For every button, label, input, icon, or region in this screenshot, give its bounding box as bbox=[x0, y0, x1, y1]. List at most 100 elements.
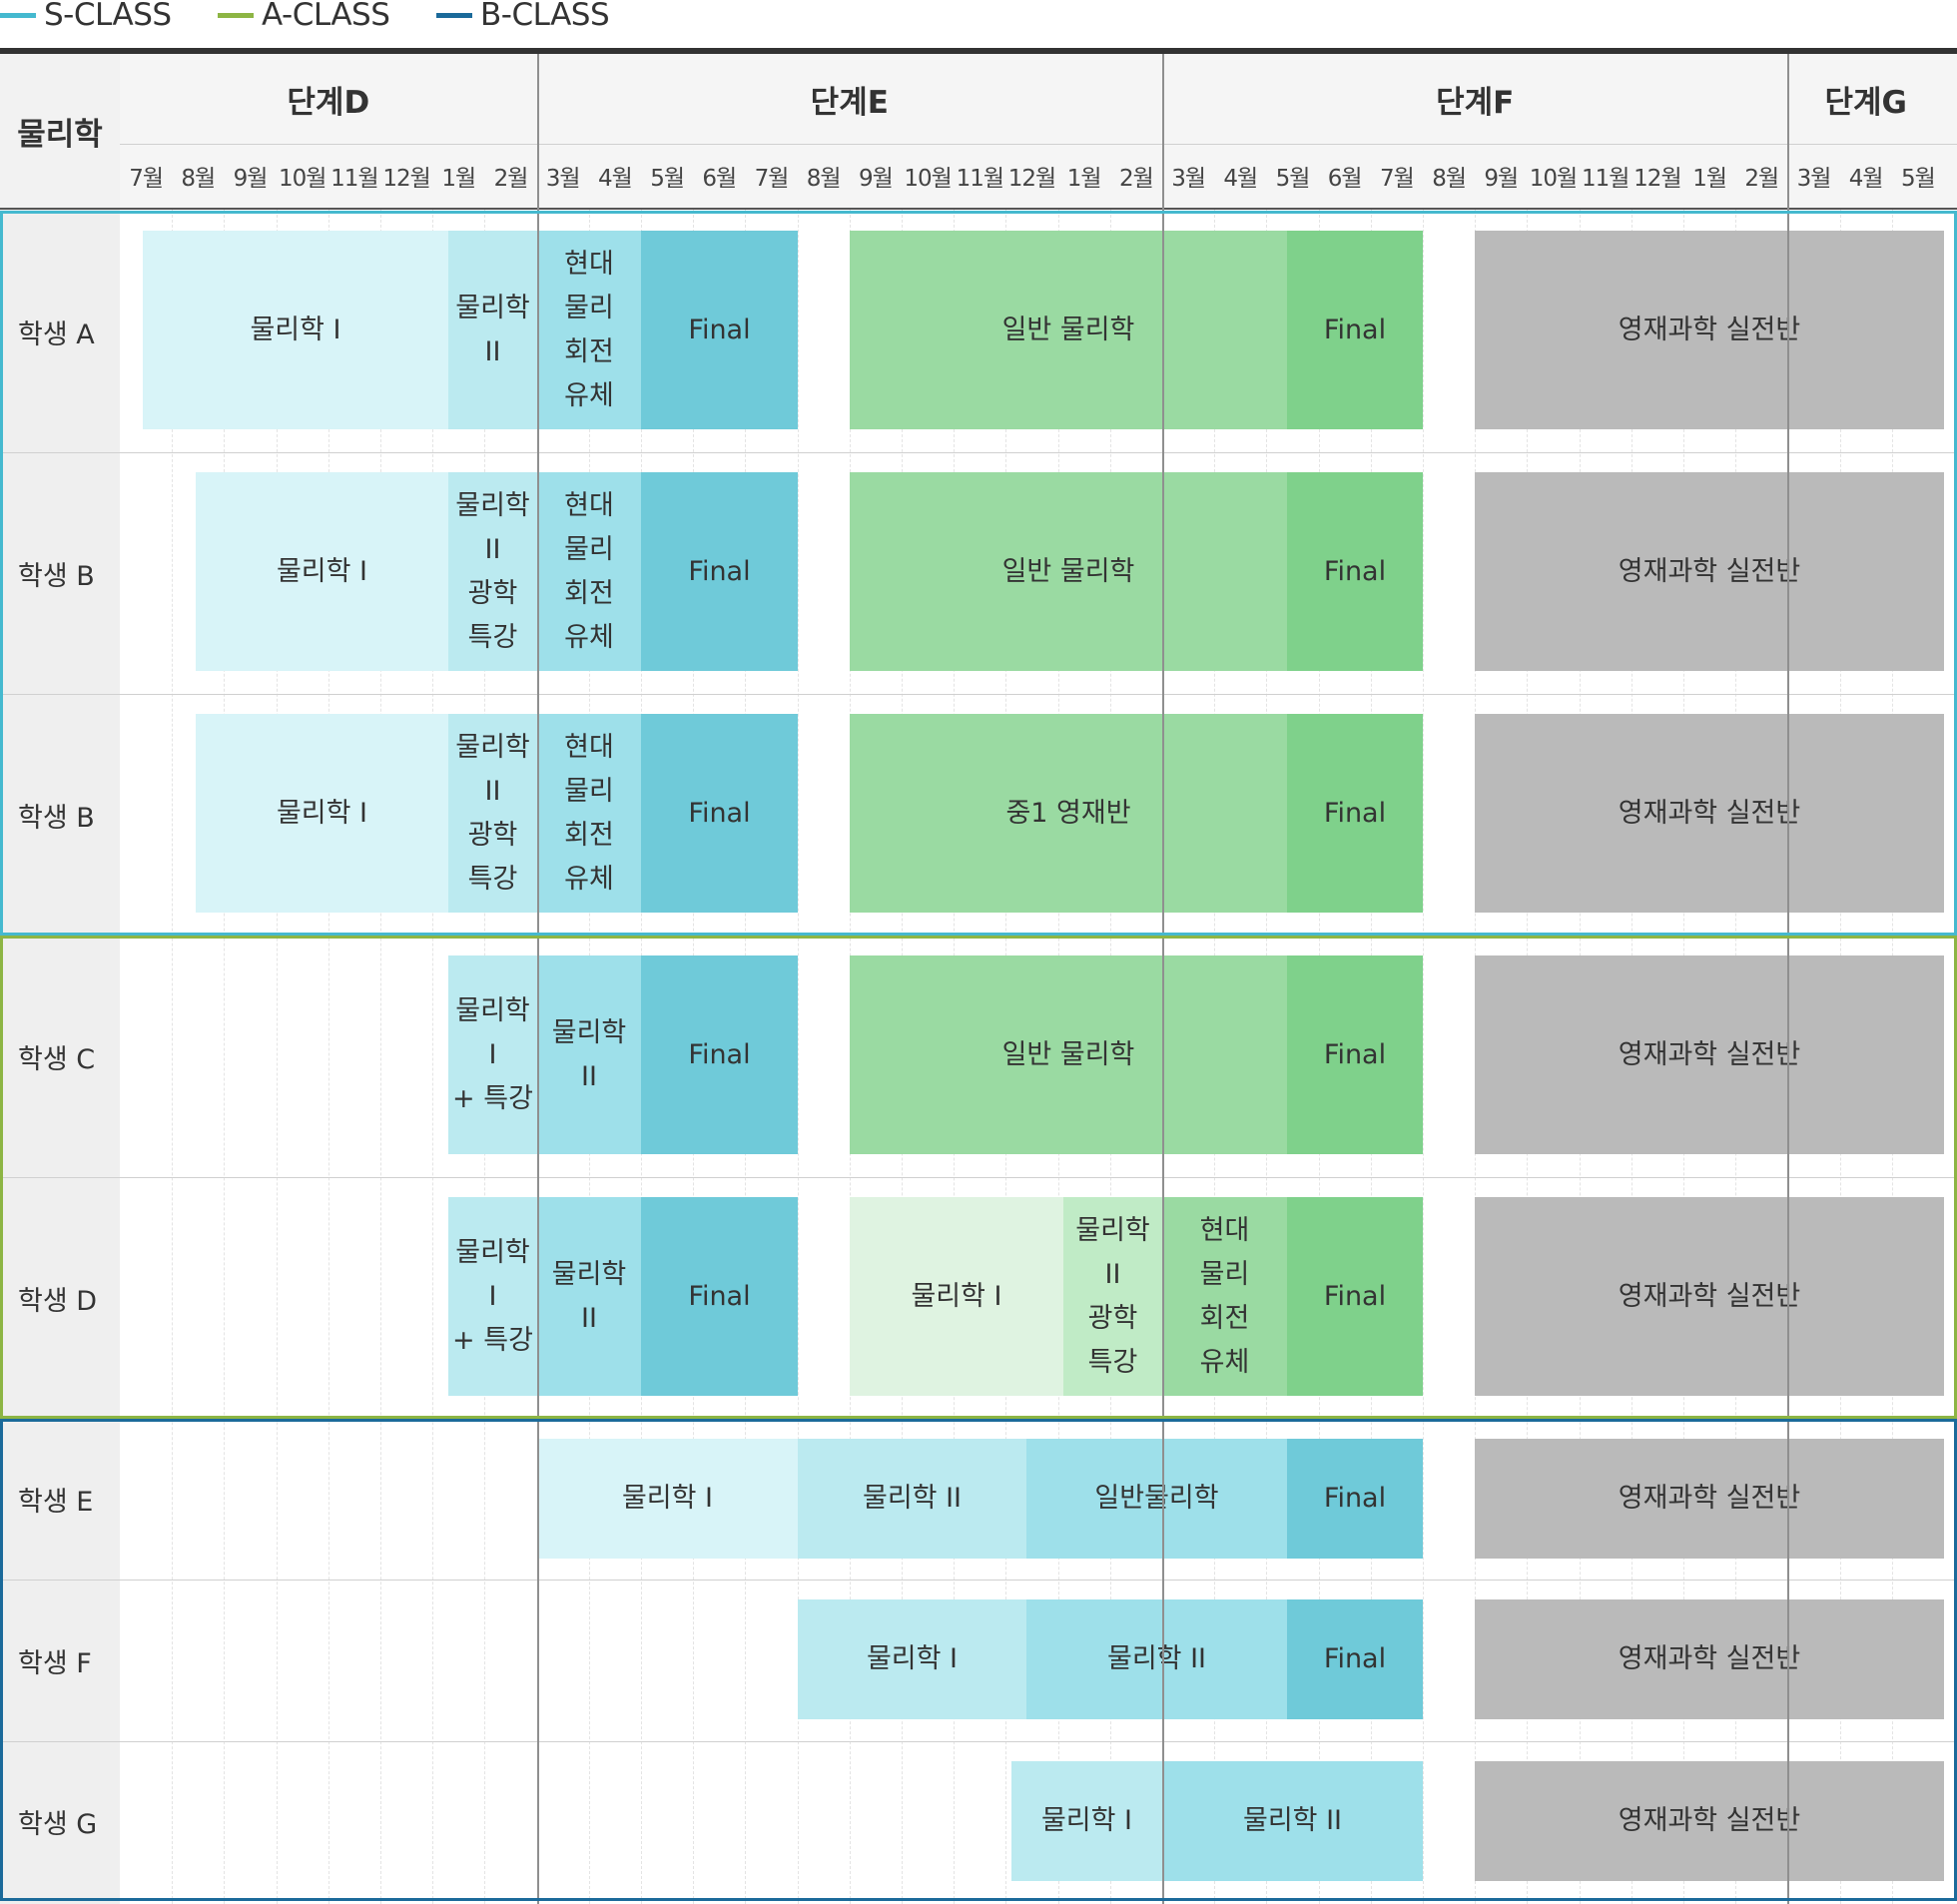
month-label: 4월 bbox=[1223, 166, 1258, 192]
course-bar[interactable]: 물리학 I bbox=[196, 714, 448, 913]
month-label: 6월 bbox=[702, 166, 737, 192]
course-bar[interactable]: Final bbox=[641, 231, 798, 429]
header-divider bbox=[120, 144, 1957, 145]
course-bar[interactable]: Final bbox=[1287, 231, 1423, 429]
course-bar[interactable]: Final bbox=[1287, 1599, 1423, 1719]
student-name: 학생 G bbox=[18, 1808, 98, 1840]
course-bar[interactable]: 영재과학 실전반 bbox=[1475, 1439, 1944, 1559]
row-separator bbox=[0, 1580, 1957, 1581]
course-bar[interactable]: Final bbox=[1287, 1439, 1423, 1559]
course-bar[interactable]: 영재과학 실전반 bbox=[1475, 472, 1944, 671]
stage-separator bbox=[1162, 54, 1164, 1904]
month-label: 7월 bbox=[754, 166, 790, 192]
row-separator bbox=[0, 1177, 1957, 1178]
stage-label: 단계D bbox=[287, 84, 370, 121]
month-label: 1월 bbox=[1066, 166, 1102, 192]
course-bar[interactable]: 영재과학 실전반 bbox=[1475, 231, 1944, 429]
stage-separator bbox=[1787, 54, 1789, 1904]
course-bar[interactable]: 일반 물리학 bbox=[850, 955, 1287, 1154]
course-bar[interactable]: 영재과학 실전반 bbox=[1475, 1599, 1944, 1719]
month-label: 12월 bbox=[382, 166, 430, 192]
month-label: 5월 bbox=[1275, 166, 1311, 192]
course-bar[interactable]: 현대 물리 회전 유체 bbox=[537, 472, 641, 671]
course-bar[interactable]: 물리학 II 광학 특강 bbox=[448, 472, 537, 671]
month-label: 7월 bbox=[1379, 166, 1415, 192]
row-separator bbox=[0, 936, 1957, 937]
course-bar[interactable]: 물리학 II bbox=[537, 955, 641, 1154]
month-label: 12월 bbox=[1633, 166, 1681, 192]
month-label: 10월 bbox=[1529, 166, 1578, 192]
row-separator bbox=[0, 1419, 1957, 1420]
course-bar[interactable]: 물리학 I + 특강 bbox=[448, 1197, 537, 1396]
course-bar[interactable]: 물리학 II bbox=[448, 231, 537, 429]
month-label: 3월 bbox=[545, 166, 581, 192]
course-bar[interactable]: Final bbox=[641, 955, 798, 1154]
stage-label: 단계E bbox=[810, 84, 889, 121]
month-label: 1월 bbox=[1692, 166, 1727, 192]
month-label: 5월 bbox=[650, 166, 685, 192]
month-label: 4월 bbox=[1848, 166, 1884, 192]
course-bar[interactable]: 영재과학 실전반 bbox=[1475, 714, 1944, 913]
course-bar[interactable]: 물리학 II bbox=[537, 1197, 641, 1396]
course-bar[interactable]: 일반 물리학 bbox=[850, 472, 1287, 671]
course-bar[interactable]: 영재과학 실전반 bbox=[1475, 955, 1944, 1154]
course-bar[interactable]: 물리학 II bbox=[1162, 1761, 1423, 1881]
month-label: 9월 bbox=[233, 166, 269, 192]
course-bar[interactable]: 물리학 I bbox=[798, 1599, 1026, 1719]
month-label: 12월 bbox=[1007, 166, 1056, 192]
month-gridline bbox=[1423, 210, 1424, 1904]
row-separator bbox=[0, 1741, 1957, 1742]
month-label: 2월 bbox=[1744, 166, 1779, 192]
header-bottom-rule bbox=[0, 208, 1957, 210]
student-name: 학생 D bbox=[18, 1285, 98, 1317]
course-bar[interactable]: Final bbox=[641, 714, 798, 913]
course-bar[interactable]: Final bbox=[641, 472, 798, 671]
month-gridline bbox=[224, 210, 225, 1904]
month-label: 3월 bbox=[1796, 166, 1832, 192]
month-label: 4월 bbox=[597, 166, 633, 192]
course-bar[interactable]: 현대 물리 회전 유체 bbox=[1162, 1197, 1287, 1396]
legend-item-s-class: S-CLASS bbox=[0, 0, 172, 30]
stage-separator bbox=[537, 54, 539, 1904]
course-bar[interactable]: 영재과학 실전반 bbox=[1475, 1197, 1944, 1396]
month-gridline bbox=[172, 210, 173, 1904]
legend-item-a-class: A-CLASS bbox=[218, 0, 390, 33]
row-name-column bbox=[0, 210, 120, 1904]
month-gridline bbox=[277, 210, 278, 1904]
month-label: 2월 bbox=[493, 166, 529, 192]
course-bar[interactable]: 영재과학 실전반 bbox=[1475, 1761, 1944, 1881]
course-bar[interactable]: 물리학 I bbox=[537, 1439, 798, 1559]
course-bar[interactable]: 물리학 I bbox=[143, 231, 448, 429]
course-bar[interactable]: 물리학 II bbox=[1026, 1599, 1287, 1719]
row-separator bbox=[0, 694, 1957, 695]
legend-label: A-CLASS bbox=[262, 0, 390, 33]
course-bar[interactable]: 현대 물리 회전 유체 bbox=[537, 231, 641, 429]
course-bar[interactable]: Final bbox=[1287, 472, 1423, 671]
subject-header: 물리학 bbox=[0, 54, 120, 209]
course-bar[interactable]: 일반물리학 bbox=[1026, 1439, 1287, 1559]
month-label: 8월 bbox=[1432, 166, 1467, 192]
course-bar[interactable]: Final bbox=[1287, 955, 1423, 1154]
course-bar[interactable]: 중1 영재반 bbox=[850, 714, 1287, 913]
row-separator bbox=[0, 452, 1957, 453]
course-bar[interactable]: Final bbox=[1287, 1197, 1423, 1396]
course-bar[interactable]: 현대 물리 회전 유체 bbox=[537, 714, 641, 913]
course-bar[interactable]: 물리학 I bbox=[1011, 1761, 1162, 1881]
course-bar[interactable]: 물리학 II 광학 특강 bbox=[448, 714, 537, 913]
month-label: 11월 bbox=[330, 166, 378, 192]
month-label: 8월 bbox=[181, 166, 216, 192]
course-bar[interactable]: 물리학 I bbox=[850, 1197, 1063, 1396]
course-bar[interactable]: 물리학 I bbox=[196, 472, 448, 671]
course-bar[interactable]: Final bbox=[1287, 714, 1423, 913]
legend-label: S-CLASS bbox=[44, 0, 172, 33]
header-background bbox=[120, 54, 1957, 209]
course-bar[interactable]: 물리학 II bbox=[798, 1439, 1026, 1559]
course-bar[interactable]: 물리학 II 광학 특강 bbox=[1063, 1197, 1162, 1396]
legend-item-b-class: B-CLASS bbox=[436, 0, 610, 30]
course-bar[interactable]: Final bbox=[641, 1197, 798, 1396]
course-bar[interactable]: 물리학 I + 특강 bbox=[448, 955, 537, 1154]
student-name: 학생 A bbox=[18, 318, 95, 350]
course-bar[interactable]: 일반 물리학 bbox=[850, 231, 1287, 429]
month-gridline bbox=[798, 210, 799, 1904]
